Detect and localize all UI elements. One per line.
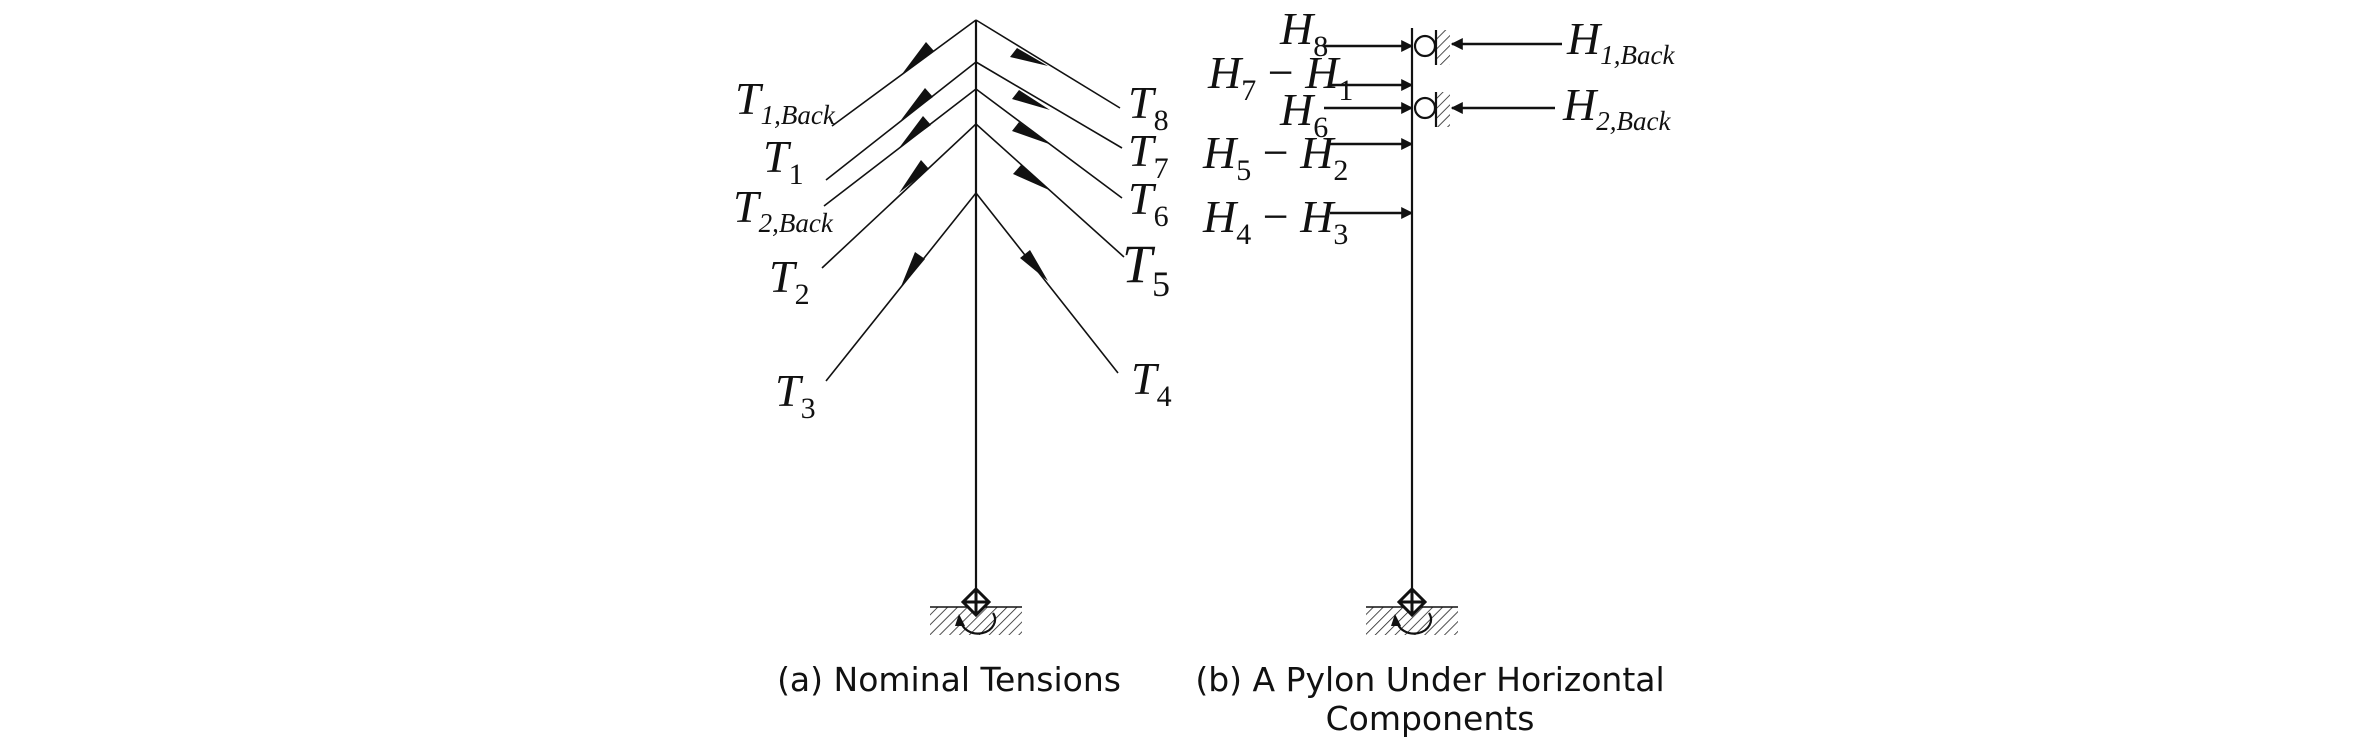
panel-a-nominal-tensions: T1,Back T1 T2,Back T2 T3 T8 T7 T6 T5 T4 … — [733, 19, 1172, 699]
stay-t7 — [975, 61, 1123, 149]
roller-restraint-lower — [1413, 92, 1450, 127]
arrowhead-t1 — [901, 88, 933, 120]
label-t4: T4 — [1131, 353, 1172, 413]
arrowhead-t8 — [1010, 48, 1048, 66]
caption-b-line1: (b) A Pylon Under Horizontal — [1195, 660, 1664, 699]
stay-t2 — [821, 123, 977, 269]
arrowhead-t2-back — [899, 116, 931, 148]
stay-t3 — [825, 192, 977, 382]
label-h4-minus-h3: H4 − H3 — [1202, 191, 1348, 251]
label-t7: T7 — [1128, 125, 1169, 185]
caption-a: (a) Nominal Tensions — [777, 660, 1121, 699]
caption-b-line2: Components — [1326, 699, 1535, 738]
arrowhead-t4 — [1020, 250, 1048, 281]
panel-b-horizontal-components: H8 H7 − H1 H6 H5 − H2 H4 − H3 H1,Back H2… — [1195, 3, 1675, 738]
label-h6: H6 — [1279, 84, 1328, 144]
stay-t6 — [975, 88, 1123, 199]
label-t3: T3 — [775, 365, 816, 425]
stay-t8 — [975, 19, 1121, 109]
label-h1-back: H1,Back — [1566, 13, 1675, 70]
arrowhead-t6 — [1012, 122, 1049, 144]
arrowhead-t1-back — [902, 42, 934, 74]
arrowhead-t3 — [900, 252, 925, 289]
fixed-support-a — [930, 586, 1022, 635]
arrowhead-t2 — [899, 160, 929, 193]
stay-t5 — [975, 123, 1125, 258]
stay-t1 — [825, 61, 977, 181]
stay-t4 — [975, 192, 1119, 374]
stay-t1-back — [831, 19, 977, 127]
label-h5-minus-h2: H5 − H2 — [1202, 127, 1348, 187]
label-t8: T8 — [1128, 77, 1169, 137]
label-t6: T6 — [1128, 173, 1169, 233]
label-t2-back: T2,Back — [733, 181, 834, 238]
arrowhead-t7 — [1012, 90, 1050, 110]
arrowhead-t5 — [1013, 165, 1049, 190]
label-h8: H8 — [1279, 3, 1328, 63]
label-h2-back: H2,Back — [1562, 79, 1671, 136]
label-t2: T2 — [769, 251, 810, 311]
fixed-support-b — [1366, 586, 1458, 635]
stay-t2-back — [823, 88, 977, 207]
label-t5: T5 — [1122, 234, 1170, 304]
label-h7-minus-h1: H7 − H1 — [1207, 47, 1353, 107]
label-t1-back: T1,Back — [735, 73, 836, 130]
roller-restraint-upper — [1413, 30, 1450, 65]
label-t1: T1 — [763, 131, 804, 191]
